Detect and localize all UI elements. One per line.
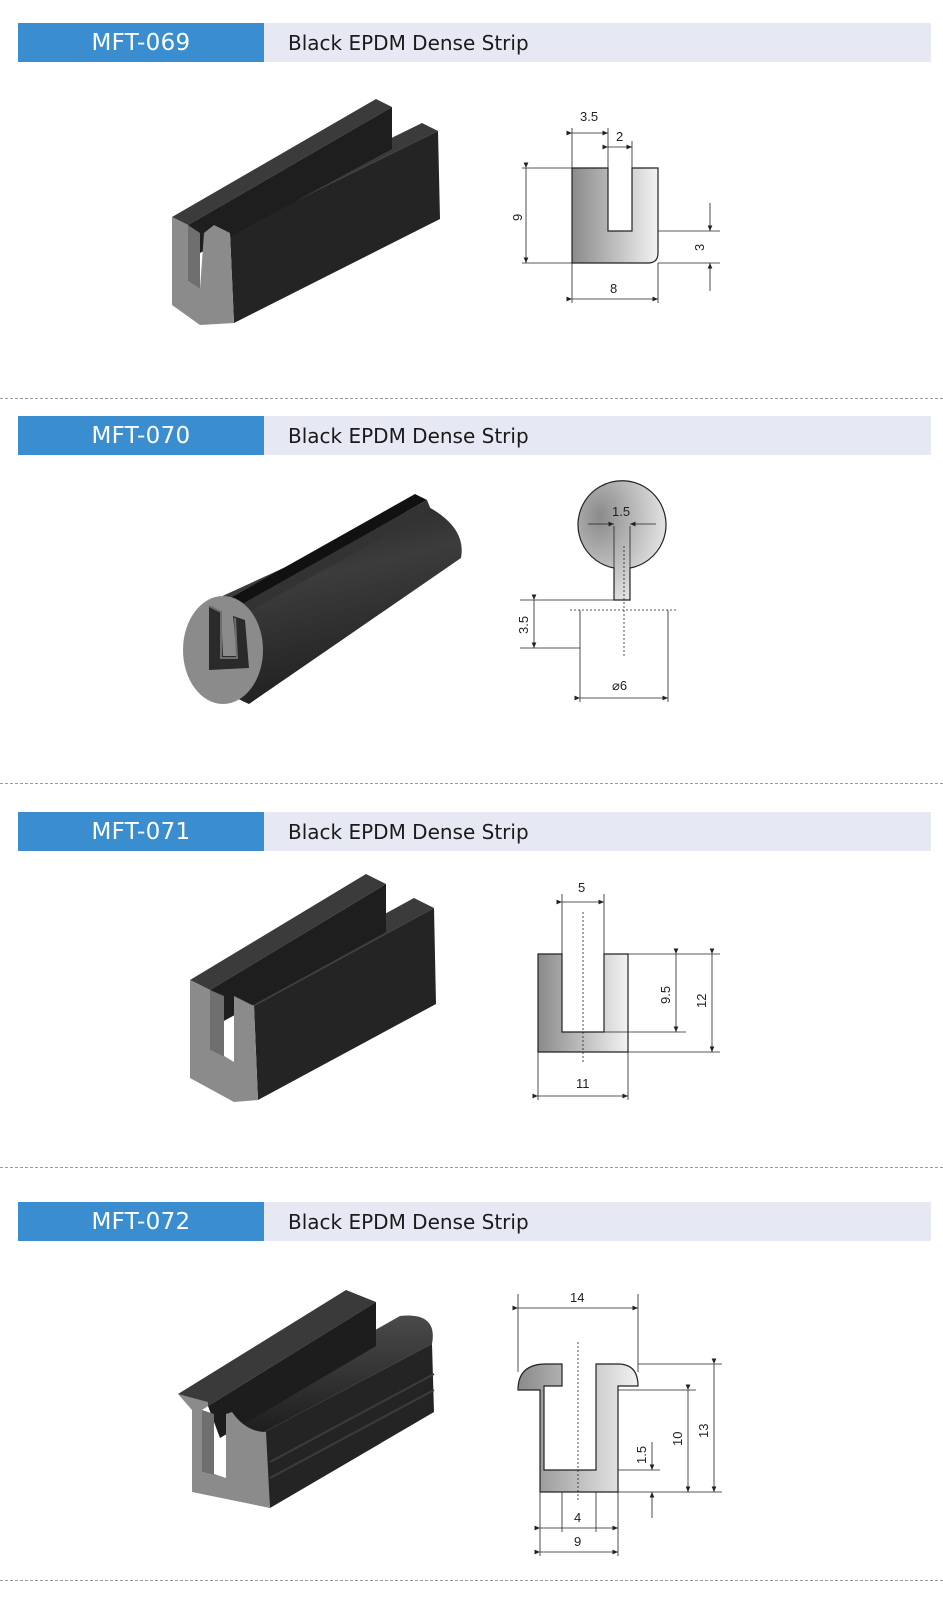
product-header: MFT-069 Black EPDM Dense Strip [18,23,931,62]
product-code: MFT-069 [18,23,264,62]
cross-section-drawing: 14 10 13 1.5 4 9 [512,1290,722,1556]
product-name: Black EPDM Dense Strip [264,23,931,62]
product-card-mft-069: MFT-069 Black EPDM Dense Strip [0,23,943,403]
dim-label: ⌀6 [612,678,627,693]
dim-label: 5 [578,880,585,895]
dim-label: 11 [576,1076,590,1091]
dim-label: 8 [610,281,617,296]
dim-label: 9.5 [658,986,673,1004]
dim-label: 3.5 [516,616,531,634]
dim-label: 14 [570,1290,584,1305]
dim-label: 13 [696,1424,711,1438]
dim-label: 10 [670,1432,685,1446]
dim-label: 3 [692,244,707,251]
dim-label: 12 [694,994,709,1008]
product-header: MFT-072 Black EPDM Dense Strip [18,1202,931,1241]
product-header: MFT-071 Black EPDM Dense Strip [18,812,931,851]
dim-label: 2 [616,129,623,144]
product-render-image [178,1290,435,1508]
product-card-mft-072: MFT-072 Black EPDM Dense Strip 14 10 [0,1202,943,1592]
section-divider [0,1580,943,1581]
product-header: MFT-070 Black EPDM Dense Strip [18,416,931,455]
section-divider [0,398,943,399]
product-render-image [190,874,436,1102]
dim-label: 9 [510,214,525,221]
cross-section-drawing: 3.5 2 9 3 8 [510,109,720,303]
product-name: Black EPDM Dense Strip [264,1202,931,1241]
product-render-image [183,494,462,704]
product-render-image [172,99,440,325]
section-divider [0,1167,943,1168]
cross-section-drawing: 1.5 3.5 ⌀6 [516,480,678,702]
product-card-mft-071: MFT-071 Black EPDM Dense Strip 5 9.5 12 … [0,812,943,1172]
cross-section-drawing: 5 9.5 12 11 [532,880,720,1100]
product-code: MFT-072 [18,1202,264,1241]
section-divider [0,783,943,784]
dim-label: 3.5 [580,109,598,124]
product-name: Black EPDM Dense Strip [264,416,931,455]
product-card-mft-070: MFT-070 Black EPDM Dense Strip 1.5 [0,416,943,786]
product-code: MFT-070 [18,416,264,455]
dim-label: 9 [574,1534,581,1549]
product-name: Black EPDM Dense Strip [264,812,931,851]
product-code: MFT-071 [18,812,264,851]
dim-label: 1.5 [612,504,630,519]
dim-label: 4 [574,1510,581,1525]
dim-label: 1.5 [634,1446,649,1464]
